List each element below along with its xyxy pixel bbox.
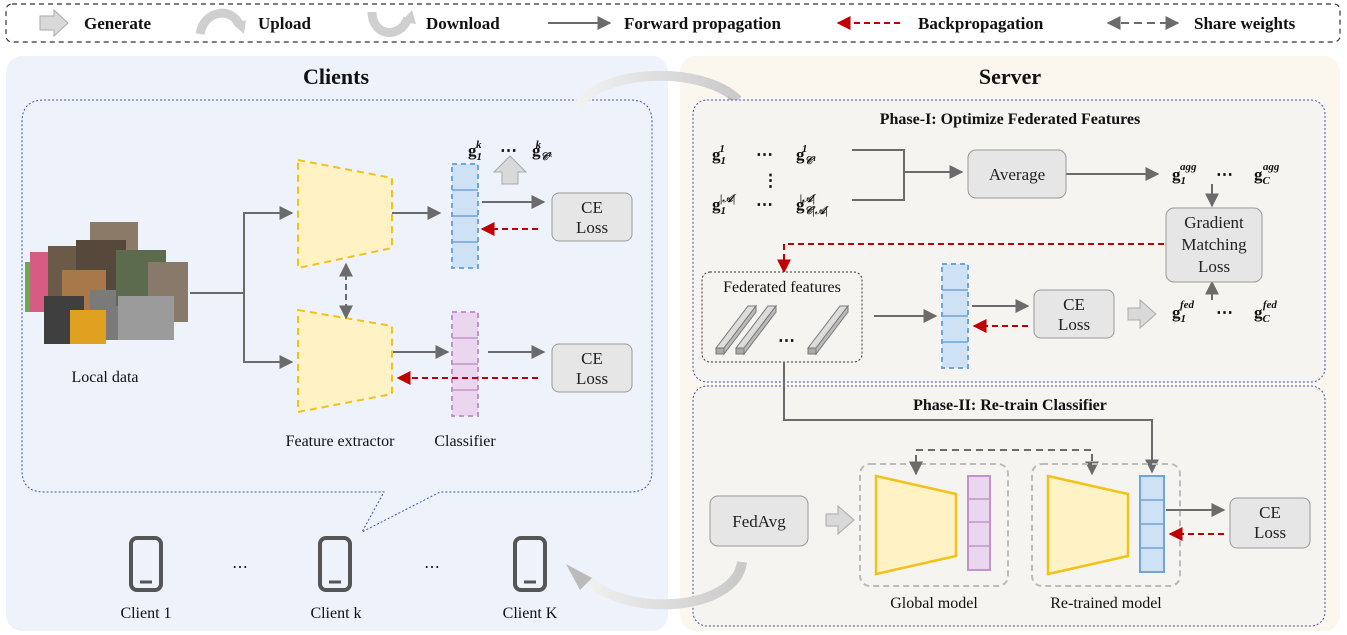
svg-text:⋯: ⋯ xyxy=(1216,165,1233,184)
server-ce-loss-phase1: CE Loss xyxy=(1033,289,1115,339)
server-ce-loss-phase2: CE Loss xyxy=(1229,497,1311,549)
local-data-images xyxy=(25,222,188,344)
feature-extractor-top xyxy=(297,158,393,270)
svg-text:CE: CE xyxy=(1063,295,1085,314)
client-bubble xyxy=(21,99,653,534)
svg-text:CE: CE xyxy=(1259,503,1281,522)
fedavg-box: FedAvg xyxy=(709,495,809,547)
svg-text:CE: CE xyxy=(581,349,603,368)
gradient-matching-loss-box: Gradient Matching Loss xyxy=(1165,207,1263,283)
legend-download: Download xyxy=(426,14,500,33)
classifier-label: Classifier xyxy=(434,433,496,450)
svg-text:Loss: Loss xyxy=(576,218,608,237)
client-k-label: Client k xyxy=(310,605,361,622)
svg-text:Matching: Matching xyxy=(1181,235,1247,254)
global-feature-extractor xyxy=(874,474,958,576)
legend-upload: Upload xyxy=(258,14,311,33)
retrained-model-frame xyxy=(1031,463,1181,587)
svg-text:⋮: ⋮ xyxy=(762,171,779,190)
svg-text:Gradient: Gradient xyxy=(1184,213,1244,232)
server-backprop-gm xyxy=(777,243,1164,274)
upload-arc xyxy=(573,70,742,110)
server-classifier-phase1 xyxy=(941,263,969,369)
legend-forward: Forward propagation xyxy=(624,14,781,33)
client-grad-ellipsis: ⋯ xyxy=(500,141,517,160)
legend-backprop: Backpropagation xyxy=(918,14,1044,33)
local-data-label: Local data xyxy=(71,369,138,386)
client-grad-first: g1k xyxy=(468,139,482,163)
retrained-classifier xyxy=(1139,475,1165,573)
svg-text:Federated features: Federated features xyxy=(723,279,841,296)
svg-text:FedAvg: FedAvg xyxy=(732,512,786,531)
phone-dots-left: ⋯ xyxy=(232,559,248,576)
legend-frame xyxy=(5,3,1341,43)
client-gradients: g1k ⋯ g𝒞ᵏk xyxy=(468,139,553,163)
legend-generate: Generate xyxy=(84,14,151,33)
svg-text:⋯: ⋯ xyxy=(1216,303,1233,322)
ce-loss-bottom: CE Loss xyxy=(551,343,633,393)
client-forward-lines xyxy=(190,195,546,369)
svg-text:Loss: Loss xyxy=(576,369,608,388)
download-arrow-head xyxy=(566,564,592,590)
global-classifier xyxy=(967,475,991,571)
svg-text:g11: g11 xyxy=(712,143,726,167)
svg-text:Loss: Loss xyxy=(1058,315,1090,334)
svg-text:Loss: Loss xyxy=(1198,257,1230,276)
phase2-title: Phase-II: Re-train Classifier xyxy=(913,397,1107,414)
svg-text:CE: CE xyxy=(581,198,603,217)
generate-arrow-icon xyxy=(39,8,69,38)
svg-text:Average: Average xyxy=(989,165,1045,184)
phone-icon xyxy=(129,536,163,592)
phone-icon xyxy=(318,536,352,592)
feature-extractor-label: Feature extractor xyxy=(286,433,396,450)
generate-fedavg-icon xyxy=(825,504,855,536)
client-K-label: Client K xyxy=(503,605,558,622)
feature-extractor-bottom xyxy=(297,308,393,414)
phase1-title: Phase-I: Optimize Federated Features xyxy=(880,111,1141,128)
svg-text:Loss: Loss xyxy=(1254,523,1286,542)
phase2-share-weights xyxy=(909,449,1099,476)
retrained-feature-extractor xyxy=(1046,474,1130,576)
svg-text:⋯: ⋯ xyxy=(756,145,773,164)
generate-right-icon xyxy=(1127,298,1157,330)
client-1-label: Client 1 xyxy=(120,605,171,622)
clients-title: Clients xyxy=(303,64,369,89)
classifier-bottom xyxy=(451,311,479,417)
phone-dots-right: ⋯ xyxy=(424,559,440,576)
classifier-top xyxy=(451,163,479,269)
legend: Generate Upload Download Forward propaga… xyxy=(5,3,1341,43)
svg-text:⋯: ⋯ xyxy=(778,331,795,350)
phone-icon xyxy=(513,536,547,592)
legend-share: Share weights xyxy=(1194,14,1296,33)
download-arc xyxy=(578,560,747,610)
server-title: Server xyxy=(979,64,1042,89)
federated-features: Federated features ⋯ xyxy=(701,271,863,363)
download-arc-icon xyxy=(367,10,416,37)
ce-loss-top: CE Loss xyxy=(551,192,633,242)
svg-text:⋯: ⋯ xyxy=(756,195,773,214)
average-box: Average xyxy=(967,149,1067,199)
generate-up-icon xyxy=(492,155,528,185)
global-model-label: Global model xyxy=(890,595,978,612)
retrained-model-label: Re-trained model xyxy=(1050,595,1162,612)
upload-arc-icon xyxy=(195,8,246,36)
features-to-retrain xyxy=(783,362,1159,474)
